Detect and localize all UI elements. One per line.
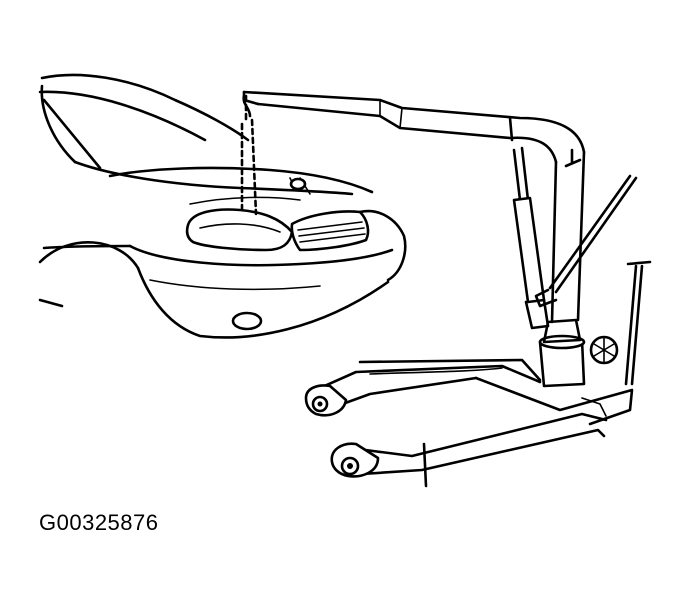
boom-tip bbox=[242, 90, 260, 106]
boom-mast-cap bbox=[508, 116, 514, 142]
boom-upper-edge bbox=[242, 90, 586, 154]
pump-handle bbox=[548, 174, 638, 294]
vehicle-front bbox=[38, 73, 407, 339]
lifting-chain bbox=[240, 94, 258, 216]
vehicle-wheel-arch bbox=[38, 241, 140, 270]
leg-far-lower bbox=[324, 376, 478, 412]
mast-brace bbox=[564, 148, 582, 168]
frame-rear-crossmember bbox=[581, 397, 607, 417]
leg-far-upper bbox=[318, 364, 542, 390]
vehicle-lower-bumper bbox=[136, 266, 390, 339]
engine-cap bbox=[289, 177, 307, 191]
vehicle-a-pillar bbox=[40, 84, 77, 164]
hoist-boom bbox=[242, 90, 586, 164]
vehicle-bumper bbox=[128, 244, 394, 267]
ram-base bbox=[524, 298, 550, 330]
mast-right-edge bbox=[576, 150, 586, 322]
ram-rod bbox=[512, 146, 530, 202]
frame-cross-bar bbox=[369, 367, 503, 375]
vehicle-hood-edge bbox=[73, 160, 354, 196]
mast-collar bbox=[542, 318, 582, 344]
vehicle-body-side bbox=[42, 244, 132, 250]
release-valve-spokes bbox=[593, 336, 615, 364]
vehicle-side-skirt bbox=[38, 298, 64, 308]
vehicle-bumper-crease bbox=[149, 279, 321, 291]
pump-linkage bbox=[534, 288, 558, 308]
vehicle-windshield bbox=[38, 90, 207, 170]
leg-near-lower bbox=[360, 428, 606, 476]
figure-reference-code: G00325876 bbox=[39, 510, 159, 535]
vehicle-hood-opening bbox=[108, 166, 374, 194]
frame-rear bbox=[358, 358, 634, 426]
push-handle bbox=[624, 260, 652, 386]
vehicle-headlight-inner bbox=[199, 223, 281, 233]
ram-cylinder bbox=[512, 196, 546, 304]
hoist-mast bbox=[534, 148, 638, 324]
hoist-legs bbox=[304, 358, 634, 488]
fog-light bbox=[231, 311, 263, 331]
vehicle-roofline bbox=[40, 73, 250, 142]
leg-adjust-pin bbox=[422, 442, 428, 488]
hydraulic-ram bbox=[512, 146, 550, 330]
boom-lower-edge bbox=[256, 102, 558, 164]
mast-left-edge bbox=[550, 160, 558, 324]
vehicle-headlight bbox=[185, 208, 294, 252]
vehicle-grille-slats bbox=[297, 221, 366, 243]
chain-strand-left bbox=[240, 94, 248, 216]
leg-near-caster-hub bbox=[347, 463, 353, 469]
boom-extension-joint bbox=[379, 99, 403, 129]
leg-far-caster-hub bbox=[317, 401, 323, 407]
vehicle-grille bbox=[290, 210, 370, 252]
chain-strand-right bbox=[250, 118, 258, 216]
vehicle-fender-right bbox=[358, 209, 407, 282]
leg-near-upper bbox=[348, 412, 608, 458]
hoist-base bbox=[538, 260, 652, 388]
